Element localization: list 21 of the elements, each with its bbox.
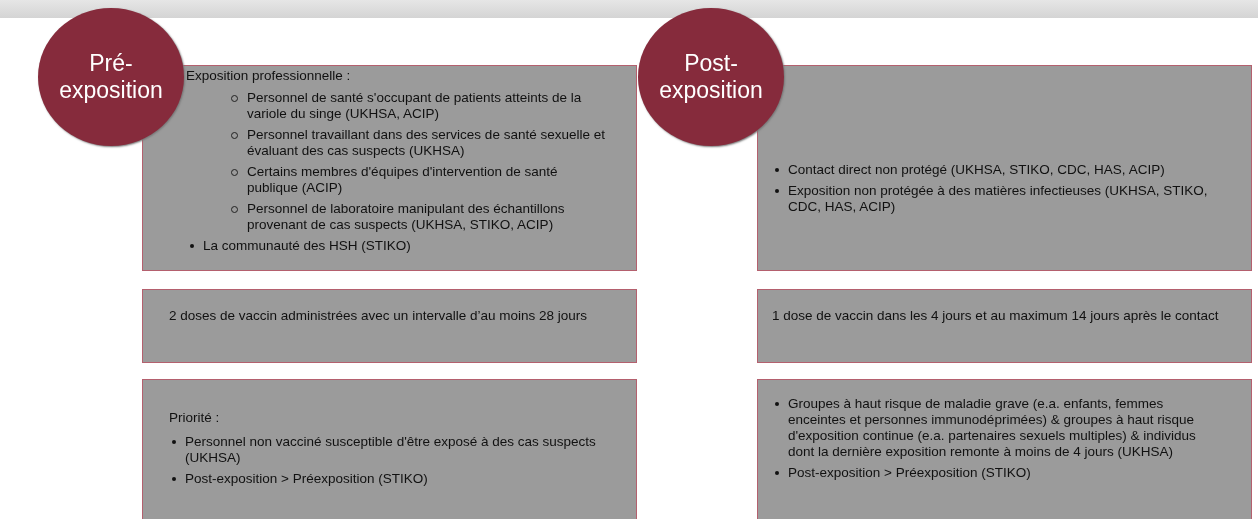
body-text: 1 dose de vaccin dans les 4 jours et au maximum 14 jours après le contact xyxy=(772,308,1220,324)
section-heading: Exposition professionnelle : xyxy=(186,68,352,84)
bullet-text: Exposition non protégée à des matières infectieuses (UKHSA, STIKO, CDC, HAS, ACIP) xyxy=(772,183,1221,215)
content-panel xyxy=(757,379,1252,519)
phase-title: Pré- exposition xyxy=(58,50,164,104)
phase-title: Post- exposition xyxy=(658,50,764,104)
body-text: Priorité : xyxy=(169,410,221,426)
sub-bullet-text: Personnel de laboratoire manipulant des échantillons provenant de cas suspects (UKHSA, STIKO, ACIP) xyxy=(187,201,606,233)
content-panel xyxy=(757,289,1252,363)
bullet-text: Contact direct non protégé (UKHSA, STIKO, CDC, HAS, ACIP) xyxy=(772,162,1221,178)
content-panel xyxy=(142,289,637,363)
bullet-text: Groupes à haut risque de maladie grave (e.a. enfants, femmes enceintes et personnes immunodéprimées) & groupes à haut risque d'exposition continue (e.a. partenaires sexuels multiples) & individus dont la dernière exposition remonte à moins de 4 jours (UKHSA) xyxy=(772,396,1221,460)
body-text: 2 doses de vaccin administrées avec un intervalle d’au moins 28 jours xyxy=(169,308,588,324)
bullet-text: Post-exposition > Préexposition (STIKO) xyxy=(169,471,606,487)
sub-bullet-text: Personnel de santé s'occupant de patients atteints de la variole du singe (UKHSA, ACIP) xyxy=(187,90,606,122)
bullet-text: Post-exposition > Préexposition (STIKO) xyxy=(772,465,1221,481)
sub-bullet-text: Certains membres d'équipes d'intervention de santé publique (ACIP) xyxy=(187,164,606,196)
content-panel xyxy=(142,379,637,519)
bullet-text: Personnel non vacciné susceptible d'être exposé à des cas suspects (UKHSA) xyxy=(169,434,606,466)
sub-bullet-text: Personnel travaillant dans des services de santé sexuelle et évaluant des cas suspects (UKHSA) xyxy=(187,127,606,159)
bullet-text: La communauté des HSH (STIKO) xyxy=(187,238,606,254)
